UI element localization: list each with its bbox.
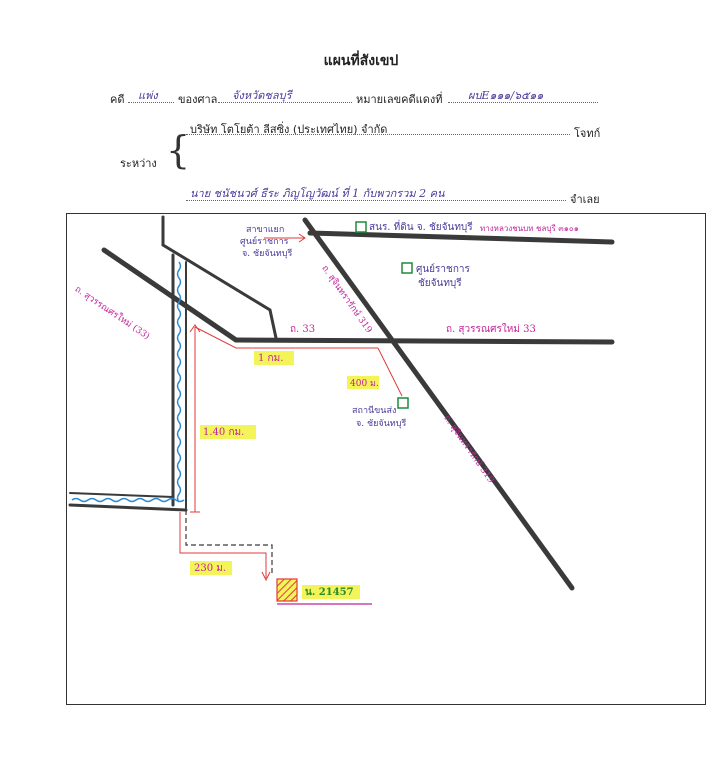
map-frame <box>66 213 706 705</box>
marker-station <box>397 397 409 409</box>
defendant-name: นาย ชนัชนวศ์ ธีระ ภิญโญวัฒน์ ที่ 1 กับพว… <box>190 187 445 200</box>
label-road-33-right: ถ. สุวรรณศรใหม่ 33 <box>446 324 536 335</box>
label-140km: 1.40 กม. <box>203 427 245 438</box>
road-bottom-left-2 <box>69 492 174 498</box>
label-branch-office-3: จ. ชัยจันทบุรี <box>242 249 293 259</box>
roads <box>68 215 615 591</box>
marker-service-center <box>401 262 413 274</box>
label-400m: 400 ม. <box>350 379 379 389</box>
between-label: ระหว่าง <box>120 157 157 170</box>
road-left-diagonal <box>101 247 239 343</box>
red-case-number: ผบE๑๑๑/๖๕๑๑ <box>468 89 544 102</box>
parcel-hatch <box>276 578 298 602</box>
label-1km: 1 กม. <box>258 353 284 364</box>
hl-140km <box>200 425 256 439</box>
red-case-label: หมายเลขคดีแดงที่ <box>356 93 443 106</box>
dashed-route <box>185 510 273 575</box>
marker-kasikorn <box>355 221 367 233</box>
road-33 <box>233 337 615 345</box>
road-diagonal-main <box>302 217 575 591</box>
hl-1km <box>254 351 294 365</box>
label-kasikorn: สนร. ที่ดิน จ. ชัยจันทบุรี <box>369 222 473 233</box>
label-station: สถานีขนส่ง <box>352 406 397 416</box>
label-branch-office-2: ศูนย์ราชการ <box>240 237 289 247</box>
river <box>71 261 185 503</box>
hl-400m <box>347 376 379 389</box>
label-station-sub: จ. ชัยจันทบุรี <box>356 419 407 429</box>
page-title: แผนที่สังเขป <box>323 53 399 69</box>
court-name: จังหวัดชลบุรี <box>232 89 292 102</box>
road-bottom-left <box>68 503 188 512</box>
label-branch-office: สาขาแยก <box>246 225 285 235</box>
court-label: ของศาล <box>178 93 218 106</box>
case-type: แพ่ง <box>138 89 158 102</box>
plaintiff-role: โจทก์ <box>574 127 601 140</box>
label-parcel: น. 21457 <box>305 587 354 598</box>
label-service-center-sub: ชัยจันทบุรี <box>418 278 462 289</box>
road-top-right <box>307 230 615 245</box>
label-service-center: ศูนย์ราชการ <box>416 264 470 275</box>
label-230m: 230 ม. <box>194 563 227 574</box>
case-label: คดี <box>110 93 125 106</box>
defendant-role: จำเลย <box>570 193 600 206</box>
road-branch <box>161 215 278 340</box>
plaintiff-name: บริษัท โตโยต้า ลีสซิ่ง (ประเทศไทย) จำกัด <box>190 123 388 136</box>
brace: { <box>166 128 191 172</box>
hl-230m <box>190 561 232 575</box>
label-road-33: ถ. 33 <box>290 324 316 335</box>
hl-parcel <box>302 585 360 599</box>
route-lines <box>179 233 403 605</box>
label-hospital: ทางหลวงชนบท ชลบุรี ๓๑๐๑ <box>480 224 579 233</box>
